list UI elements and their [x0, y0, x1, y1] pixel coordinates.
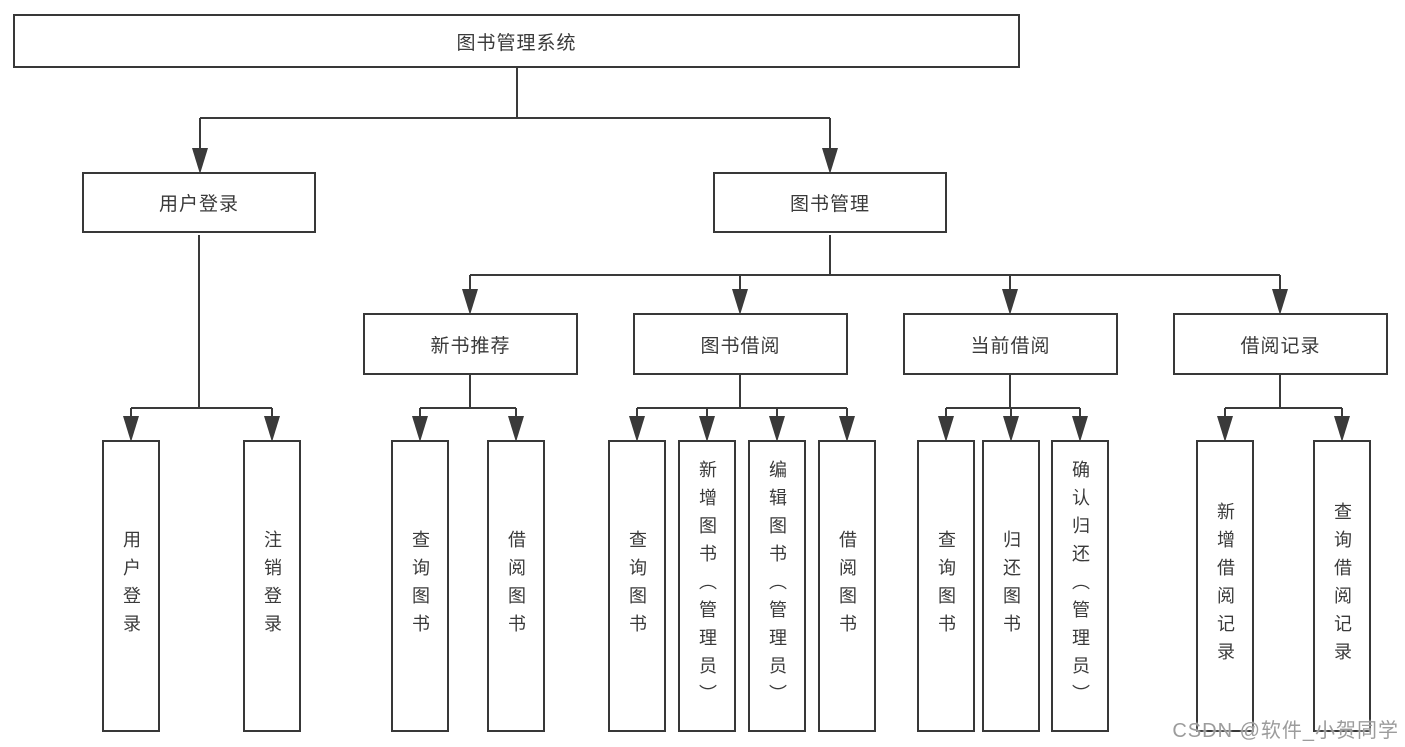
node-book-borrow: 图书借阅 [633, 313, 848, 375]
node-current-borrow: 当前借阅 [903, 313, 1118, 375]
leaf-return-books: 归还图书 [982, 440, 1040, 732]
leaf-query-books-recommend: 查询图书 [391, 440, 449, 732]
leaf-user-login: 用户登录 [102, 440, 160, 732]
leaf-edit-books-admin: 编辑图书（管理员） [748, 440, 806, 732]
leaf-confirm-return-admin: 确认归还（管理员） [1051, 440, 1109, 732]
leaf-borrow-books-recommend: 借阅图书 [487, 440, 545, 732]
leaf-borrow-books: 借阅图书 [818, 440, 876, 732]
leaf-add-books-admin: 新增图书（管理员） [678, 440, 736, 732]
csdn-watermark: CSDN @软件_小贺同学 [1172, 720, 1399, 742]
leaf-query-books-borrow: 查询图书 [608, 440, 666, 732]
leaf-query-borrow-record: 查询借阅记录 [1313, 440, 1371, 732]
leaf-query-books-current: 查询图书 [917, 440, 975, 732]
arrowheads [123, 148, 1350, 442]
node-root-system: 图书管理系统 [13, 14, 1020, 68]
node-borrow-records: 借阅记录 [1173, 313, 1388, 375]
leaf-logout: 注销登录 [243, 440, 301, 732]
node-book-management: 图书管理 [713, 172, 947, 233]
leaf-add-borrow-record: 新增借阅记录 [1196, 440, 1254, 732]
node-user-login: 用户登录 [82, 172, 316, 233]
node-new-book-recommend: 新书推荐 [363, 313, 578, 375]
